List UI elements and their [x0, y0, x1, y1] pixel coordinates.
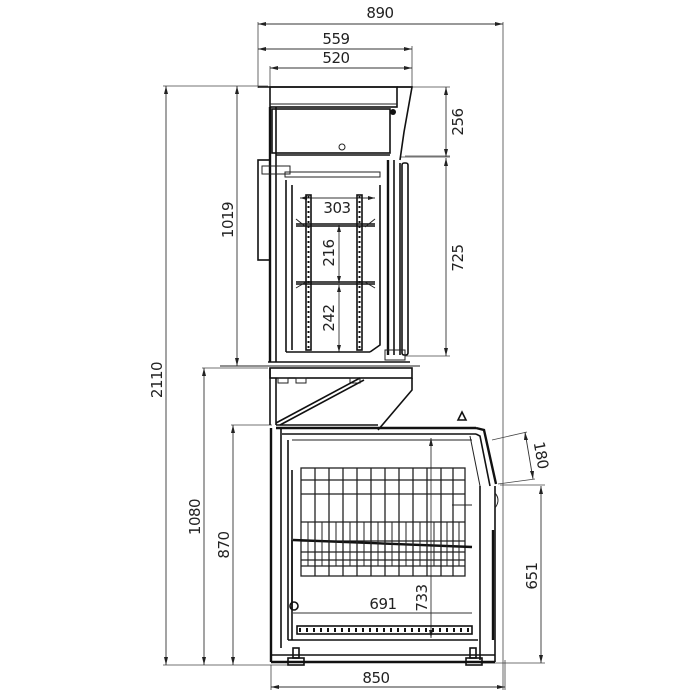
dim-upper-depth-inner: 520: [322, 49, 349, 67]
dim-shelf-width: 303: [323, 199, 350, 217]
shelf-uprights: [305, 194, 363, 351]
sliding-lid: [469, 426, 498, 487]
dim-lower-total-height: 1080: [186, 499, 204, 535]
dim-overall-width: 890: [366, 4, 393, 22]
dimension-lines: [163, 22, 545, 690]
dim-front-height: 651: [523, 562, 541, 589]
dim-basket-depth: 733: [413, 584, 431, 611]
dim-base-width: 850: [362, 669, 389, 687]
dim-shelf-spacing-upper: 216: [320, 239, 338, 266]
dim-lid-length: 180: [530, 440, 552, 470]
connector-frame: [269, 367, 413, 431]
shelves: [295, 218, 376, 289]
wire-basket: [292, 467, 473, 577]
dim-upper-depth-outer: 559: [322, 30, 349, 48]
dim-door-height: 725: [449, 244, 467, 271]
lower-freezer: [269, 410, 499, 666]
dim-inner-width: 691: [369, 595, 396, 613]
floor-grille: [288, 625, 478, 641]
feet: [287, 647, 483, 666]
dim-canopy-height: 256: [449, 108, 467, 135]
glass-door: [384, 160, 409, 361]
upper-cabinet: [220, 86, 420, 367]
dim-shelf-spacing-lower: 242: [320, 304, 338, 331]
dimension-labels: 890 559 520 303 691 850 256 725 2110 101…: [148, 4, 552, 687]
dim-lower-body-height: 870: [215, 531, 233, 558]
dim-upper-cabinet-height: 1019: [219, 202, 237, 238]
dim-overall-height: 2110: [148, 362, 166, 398]
